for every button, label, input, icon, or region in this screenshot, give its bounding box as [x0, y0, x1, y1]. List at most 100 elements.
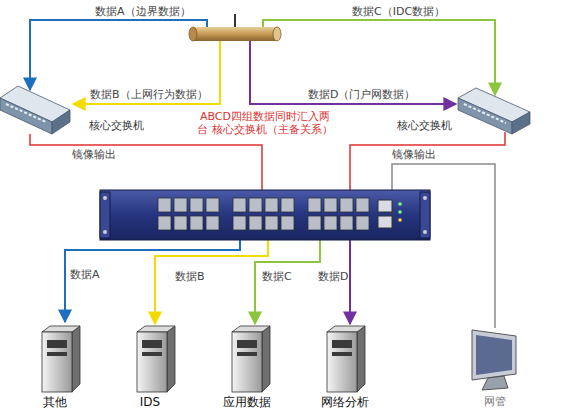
data-lines [30, 14, 495, 104]
label-text: 数据B [175, 270, 205, 283]
switch-side [512, 112, 530, 134]
drive-bay [142, 352, 162, 356]
server-top [327, 326, 365, 332]
sfp-port [356, 198, 369, 212]
sfp-port [158, 216, 171, 230]
data-label: 数据D（门户网数据） [308, 88, 415, 101]
server-icons [42, 326, 365, 392]
status-led [398, 202, 402, 206]
server-node: 网络分析 [321, 395, 369, 409]
server-side [72, 326, 80, 392]
server-icon [42, 326, 80, 392]
sfp-port [158, 198, 171, 212]
sfp-port [249, 198, 262, 212]
rj45-port [378, 216, 392, 228]
node-label: 网管 [484, 395, 506, 408]
sfp-port [233, 216, 246, 230]
screw [423, 230, 427, 234]
drive-bay [142, 340, 162, 348]
monitor-screen [476, 335, 512, 375]
sfp-port [356, 216, 369, 230]
output-d-line [349, 240, 351, 324]
label-text: 数据B（上网行为数据） [90, 88, 208, 101]
management-line [392, 164, 495, 328]
sfp-port [190, 198, 203, 212]
label-text: 数据A（边界数据） [95, 5, 191, 18]
server-front [327, 332, 357, 392]
switch-ports [6, 104, 46, 122]
drive-bay [237, 340, 257, 348]
sfp-port [265, 216, 278, 230]
server-node: IDS [140, 395, 160, 409]
server-side [262, 326, 270, 392]
sfp-port [324, 216, 337, 230]
data-label: 数据A [70, 268, 100, 281]
sfp-port [233, 198, 246, 212]
label-text: 数据C（IDC数据） [352, 5, 445, 18]
node-label: 网络分析 [321, 395, 369, 409]
switch-ports [464, 104, 506, 123]
status-led [398, 218, 402, 222]
drive-bay [332, 340, 352, 348]
server-top [137, 326, 175, 332]
chassis [100, 190, 430, 240]
server-icon [232, 326, 270, 392]
sfp-ports [158, 198, 369, 230]
screw [103, 196, 107, 200]
data-label: 数据A（边界数据） [95, 5, 191, 18]
data-label: 数据D [318, 270, 348, 283]
server-front [42, 332, 72, 392]
output-c-line [255, 240, 320, 324]
switch-node: 核心交换机 [89, 119, 144, 132]
server-top [232, 326, 270, 332]
data-label: 数据C（IDC数据） [352, 5, 445, 18]
drive-bay [47, 340, 67, 348]
switch-front [458, 98, 512, 134]
data-label: 数据B [175, 270, 205, 283]
status-led [398, 210, 402, 214]
data-a-line [30, 20, 207, 90]
server-icon [327, 326, 365, 392]
rack-ear [420, 192, 430, 238]
aggregation-device [100, 190, 430, 240]
sfp-port [265, 198, 278, 212]
switch-front [0, 98, 52, 134]
sfp-port [308, 216, 321, 230]
sfp-port [281, 198, 294, 212]
mirror-lines [30, 132, 505, 328]
screw [423, 196, 427, 200]
switch-node: 核心交换机 [397, 119, 452, 132]
output-a-line [65, 240, 240, 322]
output-lines [65, 240, 350, 324]
sfp-port [340, 216, 353, 230]
label-text: ABCD四组数据同时汇入两台 核心交换机（主备关系） [197, 110, 333, 136]
bus-end [273, 27, 281, 41]
server-node: 其他 [43, 395, 67, 409]
sfp-port [174, 216, 187, 230]
sfp-port [174, 198, 187, 212]
bus-end [189, 27, 197, 41]
bus-feed [234, 14, 236, 27]
output-b-line [155, 240, 268, 324]
server-top [42, 326, 80, 332]
mirror-label: 镜像输出 [392, 148, 436, 161]
label-text: 镜像输出 [72, 148, 116, 161]
sfp-port [324, 198, 337, 212]
monitor-node: 网管 [484, 395, 506, 408]
mirror-line [30, 134, 262, 190]
server-side [357, 326, 365, 392]
sfp-port [190, 216, 203, 230]
mirror-line [350, 132, 505, 190]
server-front [232, 332, 262, 392]
sfp-port [249, 216, 262, 230]
node-label: 应用数据 [223, 395, 271, 409]
sfp-port [308, 198, 321, 212]
bus-body [193, 27, 277, 41]
core-switch-icon [0, 86, 70, 134]
switch-side [52, 110, 70, 134]
rj45-port [378, 200, 392, 212]
drive-bay [237, 352, 257, 356]
server-front [137, 332, 167, 392]
